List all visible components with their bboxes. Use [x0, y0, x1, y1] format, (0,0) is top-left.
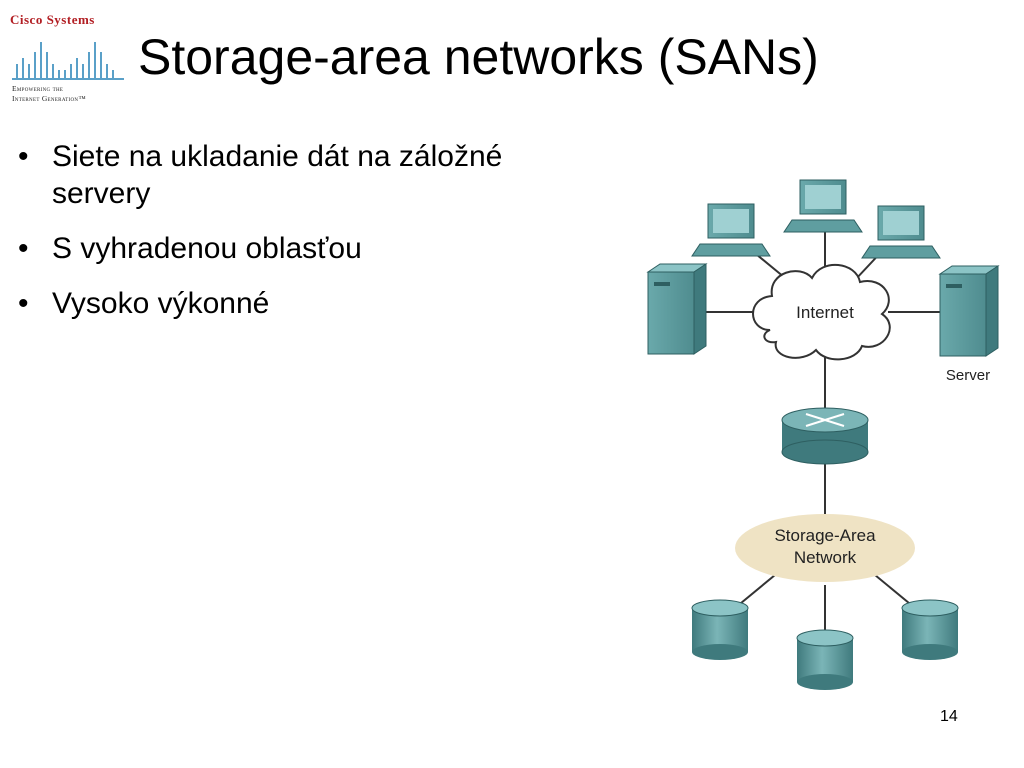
bullet-marker: •	[18, 232, 29, 265]
internet-label: Internet	[796, 303, 854, 322]
server-right-icon	[938, 265, 1000, 357]
router-icon	[781, 407, 869, 465]
bullet-text: Vysoko výkonné	[52, 287, 270, 320]
pc-center-icon	[783, 179, 863, 233]
bullet-item: • Siete na ukladanie dát na záložné serve…	[18, 138, 538, 212]
pc-left-icon	[691, 203, 771, 257]
storage-disk-center-icon	[796, 629, 854, 690]
bullet-text: S vyhradenou oblasťou	[52, 232, 362, 265]
slide-title: Storage-area networks (SANs)	[138, 29, 819, 85]
bullet-marker: •	[18, 140, 29, 173]
server-label: Server	[946, 367, 990, 384]
bullet-list: • Siete na ukladanie dát na záložné serve…	[18, 138, 538, 340]
storage-disk-left-icon	[691, 599, 749, 660]
san-label-line2: Network	[794, 548, 857, 567]
logo-tagline-1: Empowering the	[12, 84, 64, 93]
san-ellipse-icon	[735, 514, 915, 582]
server-left-icon	[646, 263, 708, 355]
bullet-item: • Vysoko výkonné	[18, 285, 538, 322]
cisco-bridge-icon	[12, 42, 124, 80]
san-label-line1: Storage-Area	[774, 526, 876, 545]
logo-brand-text: Cisco Systems	[10, 12, 95, 27]
cisco-logo: Cisco Systems Empowering the Internet Ge…	[10, 12, 128, 103]
bullet-item: • S vyhradenou oblasťou	[18, 230, 538, 267]
logo-tagline-2: Internet Generation™	[12, 94, 86, 103]
page-number: 14	[940, 708, 958, 725]
bullet-marker: •	[18, 287, 29, 320]
pc-right-icon	[861, 205, 941, 259]
storage-disk-right-icon	[901, 599, 959, 660]
internet-cloud-icon	[752, 263, 891, 361]
bullet-text: Siete na ukladanie dát na záložné server…	[52, 140, 503, 210]
